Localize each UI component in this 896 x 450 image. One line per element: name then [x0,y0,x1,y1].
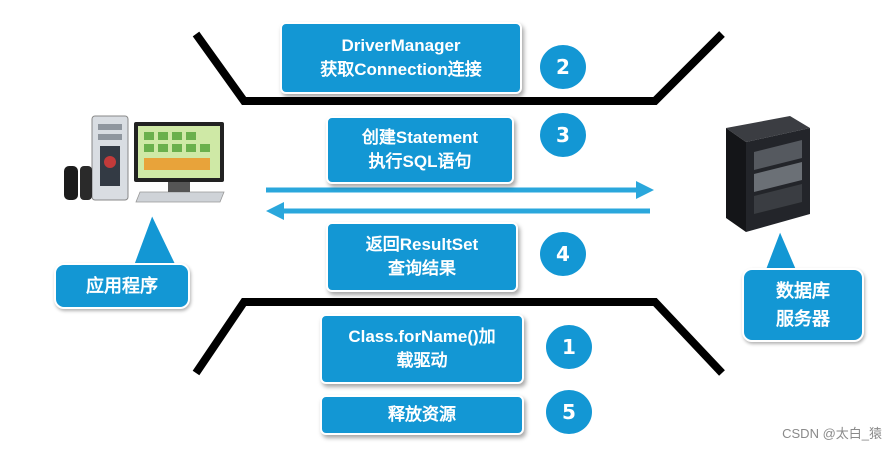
request-arrow [266,181,654,199]
step-return-resultset-box: 返回ResultSet 查询结果 [326,222,518,292]
desktop-computer-icon [64,115,225,203]
step-release-resources-box: 释放资源 [320,395,524,435]
step-create-statement-box: 创建Statement 执行SQL语句 [326,116,514,184]
step-line2: 载驱动 [396,351,448,370]
client-label: 应用程序 [54,263,190,309]
step-line1: DriverManager [341,36,461,55]
server-label-line2: 服务器 [776,309,830,329]
top-bracket-line [192,31,725,105]
server-label-line1: 数据库 [776,281,830,301]
step-number-badge: 5 [546,390,592,434]
step-number-badge: 4 [540,232,586,276]
step-line1: 创建Statement [361,128,479,147]
step-get-connection-box: DriverManager 获取Connection连接 [280,22,522,94]
bottom-bracket-line [192,298,725,376]
response-arrow [266,202,650,220]
step-line1: 返回ResultSet [365,235,479,254]
step-line1: Class.forName()加 [348,327,496,346]
server-tower-icon [726,116,810,232]
step-line2: 执行SQL语句 [368,152,472,171]
step-line2: 查询结果 [388,259,456,278]
step-number-badge: 3 [540,113,586,157]
step-line1: 释放资源 [388,405,456,424]
step-load-driver-box: Class.forName()加 载驱动 [320,314,524,384]
watermark: CSDN @太白_猿 [782,426,882,441]
step-line2: 获取Connection连接 [320,60,482,79]
server-label: 数据库 服务器 [742,268,864,342]
step-number-badge: 2 [540,45,586,89]
step-number-badge: 1 [546,325,592,369]
client-label-text: 应用程序 [86,276,158,296]
